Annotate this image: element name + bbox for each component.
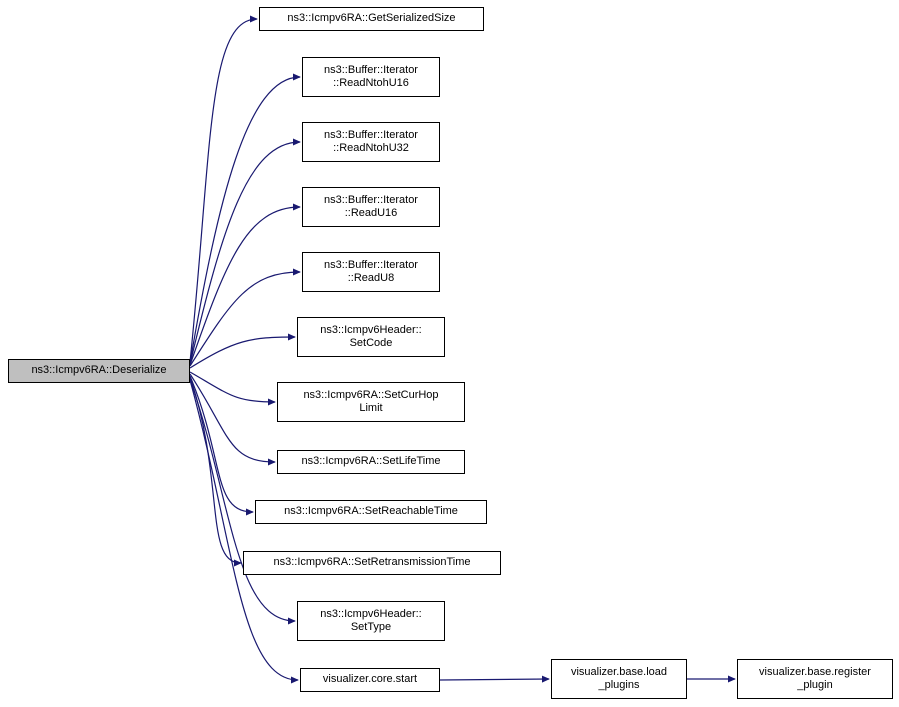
- node-set-cur-hop-limit[interactable]: ns3::Icmpv6RA::SetCurHop Limit: [277, 382, 465, 422]
- node-label-line: visualizer.base.load: [570, 665, 667, 678]
- node-label-line: _plugin: [797, 679, 833, 691]
- node-label: ns3::Icmpv6RA::SetRetransmissionTime: [273, 556, 471, 569]
- node-set-retransmission-time[interactable]: ns3::Icmpv6RA::SetRetransmissionTime: [243, 551, 501, 575]
- node-label-line: visualizer.base.register: [759, 665, 871, 678]
- node-label: ns3::Icmpv6RA::Deserialize: [31, 364, 167, 377]
- node-label: visualizer.core.start: [322, 673, 418, 686]
- node-label-line: SetType: [350, 621, 392, 633]
- node-label-line: ns3::Buffer::Iterator: [324, 258, 418, 271]
- node-label: ns3::Icmpv6RA::SetReachableTime: [284, 505, 458, 518]
- edge-to-read-u16: [189, 203, 301, 366]
- node-read-u16[interactable]: ns3::Buffer::Iterator ::ReadU16: [302, 187, 440, 227]
- edge-to-set-cur-hop-limit: [189, 371, 276, 406]
- node-label-line: ns3::Icmpv6RA::SetCurHop: [303, 388, 439, 401]
- node-label-line: ::ReadU16: [344, 207, 398, 219]
- node-visualizer-core-start[interactable]: visualizer.core.start: [300, 668, 440, 692]
- node-read-ntoh-u16[interactable]: ns3::Buffer::Iterator ::ReadNtohU16: [302, 57, 440, 97]
- node-label-line: _plugins: [598, 679, 640, 691]
- node-deserialize: ns3::Icmpv6RA::Deserialize: [8, 359, 190, 383]
- edge-to-read-ntoh-u16: [189, 73, 301, 364]
- node-label-line: Limit: [359, 402, 383, 414]
- node-label-line: ns3::Icmpv6Header::: [320, 607, 422, 620]
- edge-to-set-life-time: [189, 373, 276, 466]
- node-label-line: ::ReadNtohU32: [333, 142, 409, 154]
- node-label-line: ::ReadNtohU16: [333, 77, 409, 89]
- edge-to-set-type: [189, 378, 296, 625]
- node-set-reachable-time[interactable]: ns3::Icmpv6RA::SetReachableTime: [255, 500, 487, 524]
- node-load-plugins[interactable]: visualizer.base.load _plugins: [551, 659, 687, 699]
- edge-to-read-ntoh-u32: [189, 138, 301, 365]
- node-label-line: ::ReadU8: [347, 272, 395, 284]
- node-label-line: ns3::Buffer::Iterator: [324, 63, 418, 76]
- node-set-code[interactable]: ns3::Icmpv6Header:: SetCode: [297, 317, 445, 357]
- node-set-life-time[interactable]: ns3::Icmpv6RA::SetLifeTime: [277, 450, 465, 474]
- node-set-type[interactable]: ns3::Icmpv6Header:: SetType: [297, 601, 445, 641]
- edge-to-read-u8: [189, 268, 301, 367]
- node-read-u8[interactable]: ns3::Buffer::Iterator ::ReadU8: [302, 252, 440, 292]
- edge-to-visualizer-core-start: [189, 379, 299, 684]
- node-label-line: ns3::Buffer::Iterator: [324, 128, 418, 141]
- node-label: ns3::Icmpv6RA::SetLifeTime: [301, 455, 441, 468]
- edge-start-to-load-plugins: [439, 675, 550, 683]
- node-label-line: SetCode: [349, 337, 393, 349]
- node-label-line: ns3::Buffer::Iterator: [324, 193, 418, 206]
- edge-to-set-reachable-time: [189, 375, 254, 516]
- node-read-ntoh-u32[interactable]: ns3::Buffer::Iterator ::ReadNtohU32: [302, 122, 440, 162]
- node-label: ns3::Icmpv6RA::GetSerializedSize: [287, 12, 456, 25]
- node-label-line: ns3::Icmpv6Header::: [320, 323, 422, 336]
- edge-to-set-code: [189, 333, 296, 369]
- node-register-plugin[interactable]: visualizer.base.register _plugin: [737, 659, 893, 699]
- edge-to-get-serialized-size: [189, 15, 258, 363]
- node-get-serialized-size[interactable]: ns3::Icmpv6RA::GetSerializedSize: [259, 7, 484, 31]
